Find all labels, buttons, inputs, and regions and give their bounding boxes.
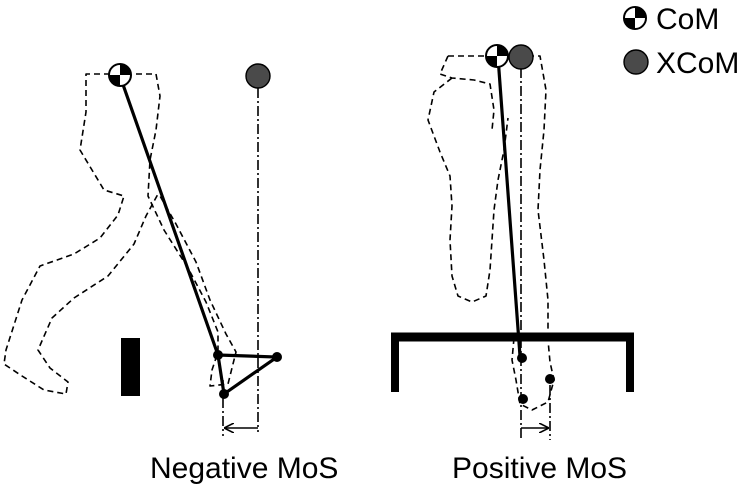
right-com-icon (485, 44, 509, 68)
right-panel: Positive MoS (391, 44, 634, 485)
left-com-icon (108, 63, 132, 87)
xcom-circle-icon (623, 49, 649, 75)
right-toe-dot (545, 374, 555, 384)
right-heel-dot (518, 394, 528, 404)
platform (391, 332, 634, 392)
right-xcom-icon (508, 44, 534, 70)
legend: CoM XCoM (623, 3, 739, 80)
left-ankle-dot (213, 350, 223, 360)
left-caption: Negative MoS (150, 452, 338, 485)
left-foot-triangle (216, 353, 282, 397)
right-torso-outline (448, 55, 549, 338)
legend-xcom-label: XCoM (656, 47, 739, 80)
left-trailing-leg-outline (3, 73, 159, 395)
right-ankle-dot (517, 353, 527, 363)
right-pendulum-line (496, 55, 522, 358)
com-symbol-icon (623, 6, 647, 30)
right-stance-leg-outline (511, 337, 555, 411)
right-caption: Positive MoS (452, 452, 627, 485)
left-toe-dot (272, 352, 282, 362)
obstacle-block (121, 338, 140, 396)
left-panel: Negative MoS (3, 63, 338, 485)
right-swing-leg-outline (427, 77, 509, 303)
left-xcom-icon (245, 63, 271, 89)
left-heel-dot (219, 389, 229, 399)
left-leading-leg-outline (136, 73, 237, 387)
right-back-outline (439, 55, 495, 131)
left-pendulum-line (118, 74, 220, 357)
legend-com-label: CoM (656, 3, 719, 36)
